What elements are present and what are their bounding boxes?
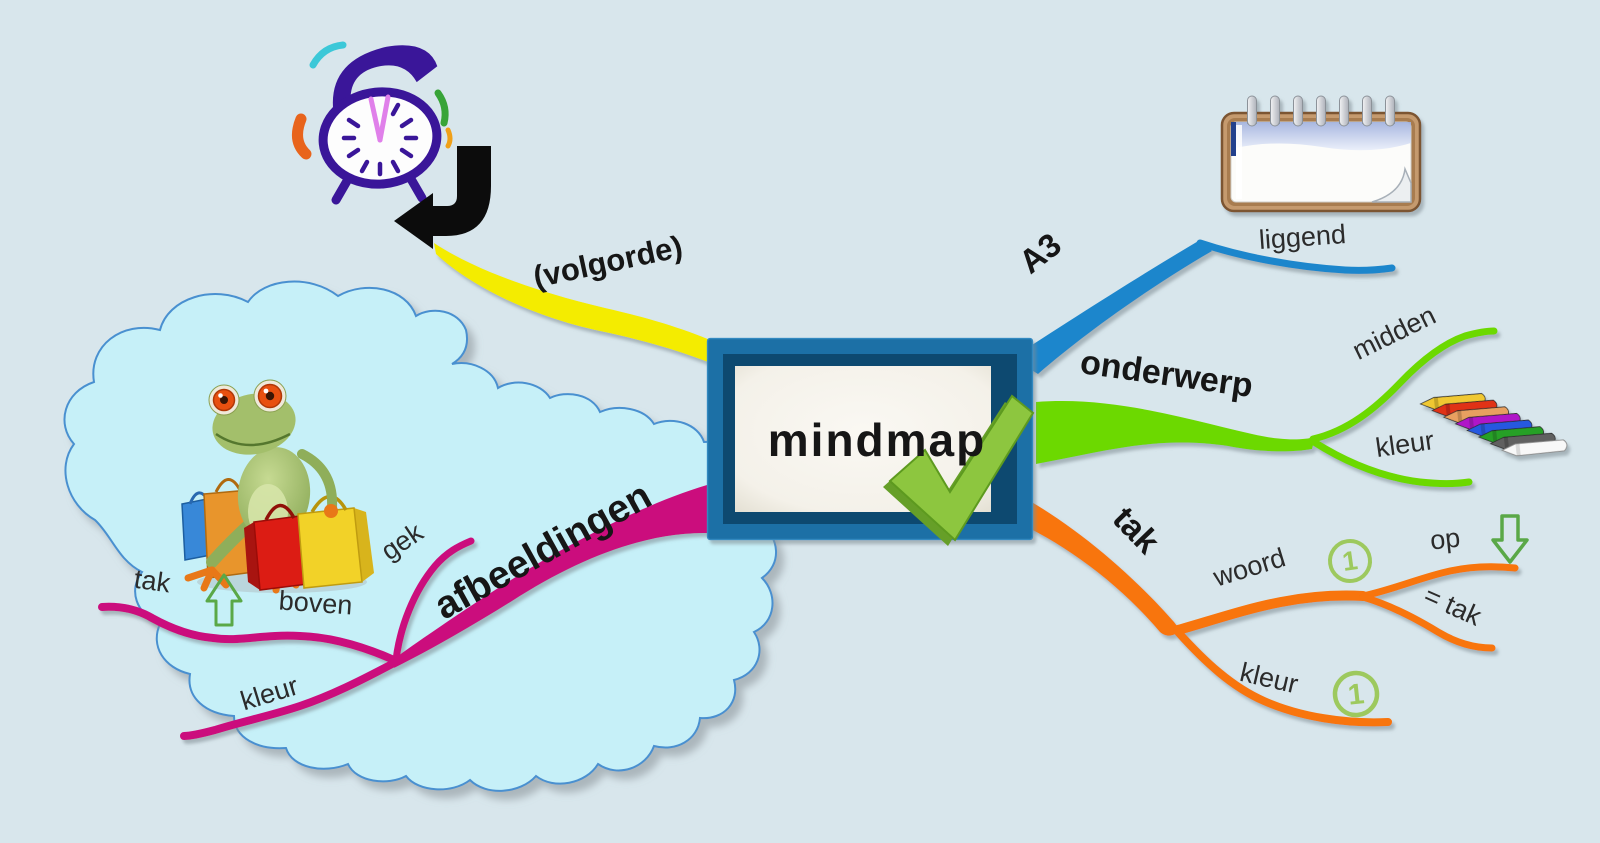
center-label[interactable]: mindmap bbox=[768, 414, 986, 466]
frog-shopping-icon bbox=[181, 379, 374, 594]
curved-arrow-icon bbox=[394, 146, 491, 249]
branch-afbeeldingen-boven-tak[interactable] bbox=[98, 602, 398, 664]
label-liggend[interactable]: liggend bbox=[1258, 219, 1347, 255]
branch-onderwerp[interactable] bbox=[1036, 327, 1498, 487]
down-arrow-icon bbox=[1491, 514, 1529, 564]
branch-afbeeldingen[interactable] bbox=[98, 485, 707, 740]
crayons-icon bbox=[1419, 393, 1568, 457]
branch-a3[interactable] bbox=[1012, 239, 1396, 374]
branch-a3-liggend[interactable] bbox=[1196, 239, 1396, 274]
frog-hand bbox=[324, 504, 338, 518]
notepad-spine bbox=[1231, 122, 1236, 156]
branch-tak-is-tak[interactable] bbox=[1359, 593, 1496, 652]
branch-tak-woord[interactable] bbox=[1173, 590, 1368, 635]
clock-hands bbox=[368, 94, 391, 143]
red-shopping-bag bbox=[244, 503, 309, 591]
clock-bell-cap bbox=[332, 45, 438, 111]
clock-accent-green bbox=[434, 89, 449, 127]
frog-arm bbox=[297, 449, 338, 513]
frog-eyes bbox=[208, 379, 287, 416]
label-afb-tak[interactable]: tak bbox=[132, 564, 172, 599]
notepad-rings bbox=[1247, 95, 1395, 127]
branch-afbeeldingen-kleur[interactable] bbox=[180, 659, 398, 740]
label-boven[interactable]: boven bbox=[278, 585, 353, 620]
clock-accent-orange bbox=[291, 113, 312, 160]
branch-volgorde[interactable] bbox=[434, 243, 732, 372]
badge-woord-1-number: 1 bbox=[1340, 545, 1359, 577]
alarm-clock-icon bbox=[291, 41, 453, 205]
clock-legs bbox=[331, 174, 427, 205]
green-checkmark-icon bbox=[883, 394, 1035, 546]
branch-tak[interactable] bbox=[1012, 492, 1519, 727]
notepad-paper-sheen bbox=[1231, 122, 1411, 151]
branch-onderwerp-kleur[interactable] bbox=[1310, 438, 1473, 487]
notepad-page-curl bbox=[1371, 166, 1412, 203]
clock-ticks bbox=[341, 102, 419, 177]
notepad-icon bbox=[1220, 95, 1422, 213]
clock-accent-cyan bbox=[309, 41, 347, 69]
branch-tak-op[interactable] bbox=[1359, 563, 1519, 600]
branch-tak-kleur[interactable] bbox=[1174, 628, 1392, 727]
badge-kleur-1-number: 1 bbox=[1346, 678, 1365, 712]
up-arrow-icon bbox=[205, 573, 243, 627]
notepad-page-edge bbox=[1236, 125, 1242, 199]
badge-woord-1: 1 bbox=[1328, 539, 1372, 583]
branch-afbeeldingen-gek[interactable] bbox=[392, 537, 475, 664]
branch-onderwerp-midden[interactable] bbox=[1309, 327, 1498, 443]
badge-kleur-1: 1 bbox=[1332, 670, 1380, 718]
frog-mouth bbox=[215, 432, 291, 447]
clock-accent-yellow bbox=[445, 127, 453, 149]
center-frame-highlight bbox=[706, 337, 1034, 541]
label-op[interactable]: op bbox=[1429, 523, 1462, 556]
